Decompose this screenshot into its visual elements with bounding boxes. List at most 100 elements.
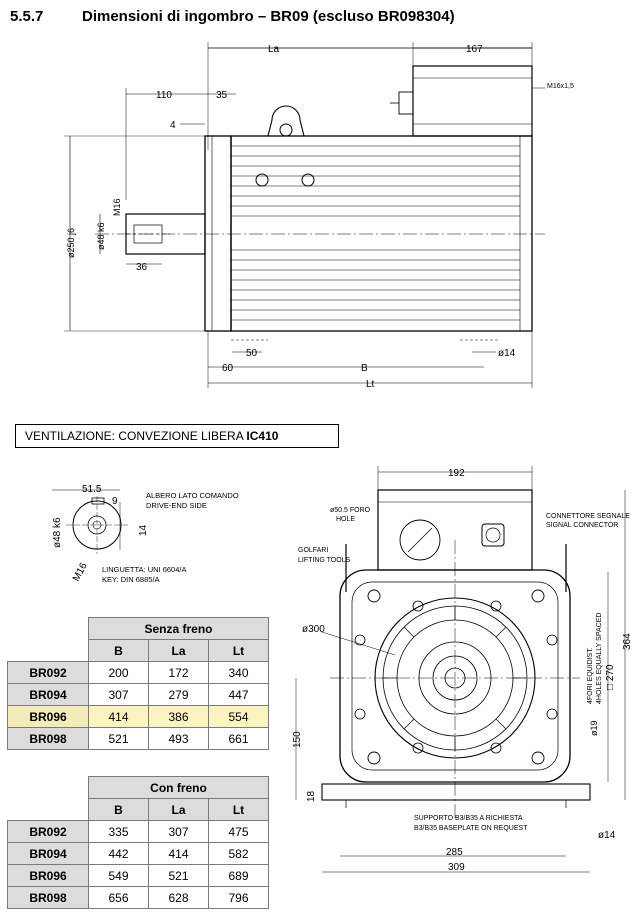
cell-lt: 554 — [208, 705, 269, 728]
column-header: B — [88, 639, 149, 662]
dim-36-label: 36 — [136, 262, 148, 273]
dim-m16-label: M16 — [112, 198, 122, 216]
dim-b-label: B — [361, 363, 368, 374]
cell-la: 279 — [148, 683, 209, 706]
detail-side-label-2: DRIVE-END SIDE — [146, 501, 207, 510]
cell-la: 628 — [148, 886, 209, 909]
cell-la: 386 — [148, 705, 209, 728]
section-title: Dimensioni di ingombro – BR09 (escluso B… — [82, 8, 455, 25]
cell-lt: 661 — [208, 727, 269, 750]
front-dim-192: 192 — [448, 468, 465, 479]
row-model: BR094 — [7, 842, 89, 865]
table-row: BR092 335 307 475 — [7, 820, 269, 843]
cell-lt: 475 — [208, 820, 269, 843]
front-conn-label-1: CONNETTORE SEGNALE — [546, 513, 630, 520]
ventilation-code: IC410 — [246, 429, 279, 443]
side-view-drawing: La 167 M16x1,5 110 35 4 — [64, 42, 574, 390]
cell-lt: 447 — [208, 683, 269, 706]
dim-14-label: ø14 — [498, 348, 516, 359]
detail-key-label-1: LINGUETTA: UNI 6604/A — [102, 565, 186, 574]
front-dim-150: 150 — [292, 731, 303, 748]
cell-la: 307 — [148, 820, 209, 843]
dim-4-label: 4 — [170, 120, 176, 131]
dim-110-label: 110 — [156, 90, 172, 101]
cell-b: 307 — [88, 683, 149, 706]
row-model: BR096 — [7, 705, 89, 728]
detail-dim-14: 14 — [138, 524, 149, 536]
detail-side-label-1: ALBERO LATO COMANDO — [146, 491, 239, 500]
cell-lt: 796 — [208, 886, 269, 909]
cell-lt: 340 — [208, 661, 269, 684]
front-hole-label-1: ø50.5 FORO — [330, 507, 371, 514]
front-hole-label-2: HOLE — [336, 516, 355, 523]
row-model: BR092 — [7, 661, 89, 684]
front-dim-14: ø14 — [598, 830, 616, 841]
table-row: BR098 521 493 661 — [7, 727, 269, 750]
dim-lt-label: Lt — [366, 379, 375, 390]
table-row: BR098 656 628 796 — [7, 886, 269, 909]
front-dim-364: 364 — [622, 633, 633, 650]
cell-b: 414 — [88, 705, 149, 728]
row-model: BR092 — [7, 820, 89, 843]
front-support-label-2: B3/B35 BASEPLATE ON REQUEST — [414, 825, 528, 832]
front-dim-285: 285 — [446, 847, 463, 858]
shaft-detail-drawing: 51.5 9 14 ø48 k6 M16 ALBERO LATO COMANDO… — [52, 484, 239, 584]
row-model: BR098 — [7, 886, 89, 909]
cell-b: 521 — [88, 727, 149, 750]
detail-key-label-2: KEY: DIN 6885/A — [102, 575, 160, 584]
detail-dim-m16: M16 — [71, 561, 90, 584]
detail-dim-48: ø48 k6 — [52, 517, 63, 548]
dim-250-label: ø250 j6 — [66, 228, 76, 258]
table-row: BR092 200 172 340 — [7, 661, 269, 684]
dim-50-label: 50 — [246, 348, 258, 359]
dim-48-label: ø48 k6 — [96, 222, 106, 250]
detail-dim-515: 51.5 — [82, 484, 102, 495]
cell-lt: 689 — [208, 864, 269, 887]
front-dim-18: 18 — [306, 790, 317, 802]
front-holes-label-1: 4FORI EQUIDIST. — [587, 647, 594, 704]
front-golfari-label-2: LIFTING TOOLS — [298, 557, 351, 564]
table-row-highlighted: BR096 414 386 554 — [7, 705, 269, 728]
front-dim-300: ø300 — [302, 624, 325, 635]
column-header: La — [148, 798, 209, 821]
front-support-label-1: SUPPORTO B3/B35 A RICHIESTA — [414, 815, 523, 822]
column-header: Lt — [208, 639, 269, 662]
dim-167-label: 167 — [466, 44, 483, 55]
detail-dim-9: 9 — [112, 496, 118, 507]
cell-b: 549 — [88, 864, 149, 887]
section-heading: 5.5.7 Dimensioni di ingombro – BR09 (escl… — [10, 8, 455, 25]
table-brake-title: Con freno — [88, 776, 269, 799]
front-golfari-label-1: GOLFARI — [298, 547, 328, 554]
cell-la: 172 — [148, 661, 209, 684]
dim-35-label: 35 — [216, 90, 228, 101]
table-row: BR094 442 414 582 — [7, 842, 269, 865]
front-dim-309: 309 — [448, 862, 465, 873]
row-model: BR094 — [7, 683, 89, 706]
row-model: BR096 — [7, 864, 89, 887]
dim-60-label: 60 — [222, 363, 234, 374]
table-brake: Con freno B La Lt BR092 335 307 475 BR09… — [7, 776, 269, 909]
cell-b: 656 — [88, 886, 149, 909]
cell-b: 335 — [88, 820, 149, 843]
front-conn-label-2: SIGNAL CONNECTOR — [546, 522, 618, 529]
ventilation-label: VENTILAZIONE: CONVEZIONE LIBERA — [25, 429, 247, 443]
cell-b: 200 — [88, 661, 149, 684]
table-no-brake: Senza freno B La Lt BR092 200 172 340 BR… — [7, 617, 269, 750]
column-header: Lt — [208, 798, 269, 821]
thread-label: M16x1,5 — [547, 83, 574, 90]
dim-la-label: La — [268, 44, 280, 55]
cell-la: 414 — [148, 842, 209, 865]
table-row: BR096 549 521 689 — [7, 864, 269, 887]
front-dim-270: □ 270 — [605, 664, 616, 690]
cell-b: 442 — [88, 842, 149, 865]
front-view-drawing: 192 ø50.5 FORO HOLE CONNETTORE SEGNALE S… — [292, 466, 633, 873]
cell-lt: 582 — [208, 842, 269, 865]
section-number: 5.5.7 — [10, 8, 44, 25]
front-dim-19: ø19 — [589, 720, 599, 736]
cell-la: 521 — [148, 864, 209, 887]
ventilation-box: VENTILAZIONE: CONVEZIONE LIBERA IC410 — [15, 424, 339, 448]
cell-la: 493 — [148, 727, 209, 750]
row-model: BR098 — [7, 727, 89, 750]
table-no-brake-title: Senza freno — [88, 617, 269, 640]
